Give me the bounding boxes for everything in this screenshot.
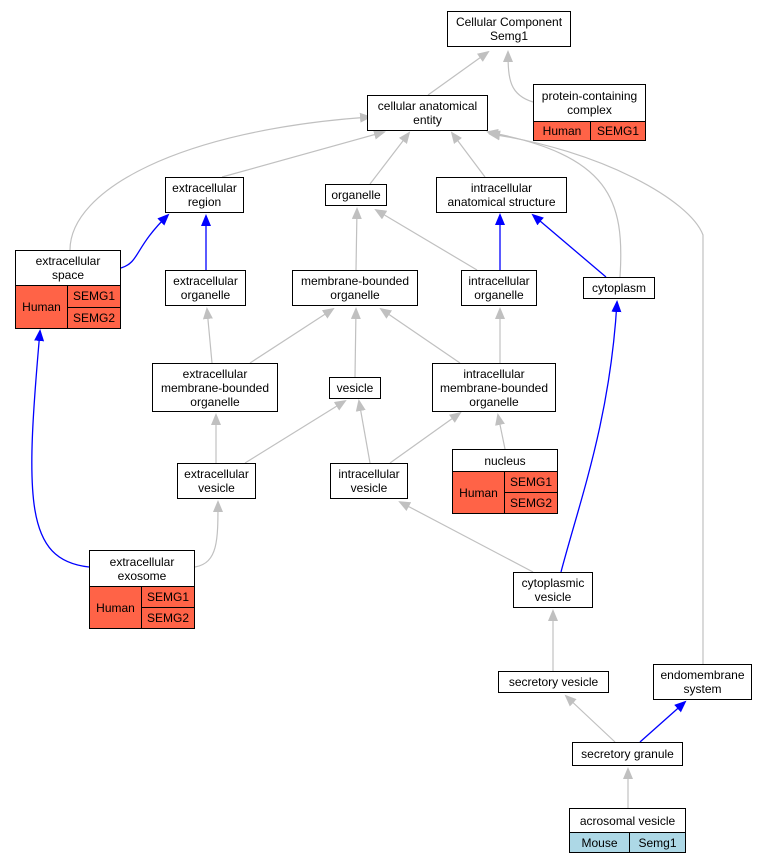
edge-imo-mbo	[379, 307, 461, 364]
edge-cv-cyt	[560, 300, 622, 573]
edge-ev-ves	[244, 399, 347, 464]
node-intracellular-organelle[interactable]: intracellular organelle	[461, 270, 537, 306]
edge-er-cae	[221, 129, 386, 178]
node-label: vesicle	[336, 381, 374, 395]
edge-cae-cc	[427, 50, 490, 96]
node-label: cellular anatomical entity	[377, 99, 478, 127]
edge-cyt-ias	[531, 213, 607, 278]
node-membrane-bounded-organelle[interactable]: membrane-bounded organelle	[292, 270, 418, 306]
gene-cell: Semg1	[630, 833, 685, 852]
gene-cell: SEMG2	[142, 607, 194, 628]
node-label: nucleus	[484, 453, 526, 468]
edge-nuc-imo	[495, 413, 506, 450]
node-label: extracellular exosome	[109, 554, 175, 583]
edge-exo-ev	[194, 500, 223, 568]
species-cell: Human	[453, 472, 505, 513]
node-label: Cellular Component Semg1	[455, 15, 563, 43]
node-intracellular-mb-organelle[interactable]: intracellular membrane-bounded organelle	[432, 363, 556, 412]
node-label: extracellular region	[172, 181, 237, 209]
node-label: extracellular organelle	[173, 274, 238, 302]
node-label: protein-containing complex	[541, 89, 638, 117]
node-label: endomembrane system	[660, 668, 745, 696]
edge-es-cae	[69, 112, 372, 251]
node-cytoplasmic-vesicle[interactable]: cytoplasmic vesicle	[513, 572, 593, 608]
node-label: intracellular organelle	[468, 274, 530, 302]
edge-iv-imo	[389, 411, 462, 464]
gene-cell: SEMG1	[591, 122, 645, 140]
gene-cell: SEMG2	[505, 492, 557, 513]
node-label: intracellular vesicle	[338, 467, 400, 495]
node-label: cytoplasm	[591, 281, 647, 295]
node-label: extracellular membrane-bounded organelle	[160, 366, 270, 409]
node-label: membrane-bounded organelle	[300, 274, 410, 302]
gene-cell: SEMG1	[505, 472, 557, 492]
edge-ves-mbo	[350, 307, 361, 378]
edge-org-cae	[369, 131, 411, 185]
gene-cell: SEMG2	[68, 306, 120, 328]
edge-emo-mbo	[249, 307, 335, 364]
node-secretory-vesicle[interactable]: secretory vesicle	[498, 671, 609, 693]
edge-sg-ems	[639, 700, 687, 743]
node-endomembrane-system[interactable]: endomembrane system	[653, 664, 752, 700]
node-label: intracellular anatomical structure	[447, 181, 556, 209]
node-extracellular-vesicle[interactable]: extracellular vesicle	[177, 463, 256, 499]
edge-ems-cae	[488, 130, 704, 664]
species-cell: Mouse	[570, 833, 630, 852]
edge-ias-cae	[450, 131, 486, 178]
edge-cv-iv	[398, 501, 534, 573]
gene-cell: SEMG1	[68, 286, 120, 307]
edge-iv-ves	[355, 399, 371, 464]
node-cellular-component[interactable]: Cellular Component Semg1	[447, 11, 571, 47]
edge-mbo-org	[351, 207, 362, 271]
species-cell: Human	[534, 122, 591, 140]
node-label: secretory vesicle	[508, 675, 599, 689]
edge-io-org	[374, 208, 478, 271]
node-cellular-anatomical-entity[interactable]: cellular anatomical entity	[367, 95, 488, 131]
node-intracellular-vesicle[interactable]: intracellular vesicle	[330, 463, 408, 499]
edge-emo-eo	[202, 307, 213, 364]
node-label: extracellular space	[35, 254, 101, 282]
node-extracellular-organelle[interactable]: extracellular organelle	[165, 270, 246, 306]
node-intracellular-anatomical-structure[interactable]: intracellular anatomical structure	[436, 177, 567, 213]
edge-es-er	[120, 213, 170, 269]
node-extracellular-mb-organelle[interactable]: extracellular membrane-bounded organelle	[152, 363, 278, 412]
edge-sg-sv	[564, 694, 616, 743]
edge-exo-es	[31, 329, 90, 568]
species-cell: Human	[16, 286, 68, 328]
node-label: acrosomal vesicle	[579, 813, 676, 828]
node-cytoplasm[interactable]: cytoplasm	[583, 277, 655, 299]
node-label: organelle	[331, 188, 381, 202]
gene-cell: SEMG1	[142, 587, 194, 607]
node-label: extracellular vesicle	[184, 467, 249, 495]
node-vesicle[interactable]: vesicle	[329, 377, 381, 399]
node-label: cytoplasmic vesicle	[521, 576, 585, 604]
species-cell: Human	[90, 587, 142, 628]
node-secretory-granule[interactable]: secretory granule	[572, 742, 683, 766]
edge-pc-cc	[503, 50, 534, 103]
node-label: intracellular membrane-bounded organelle	[439, 366, 549, 409]
node-label: secretory granule	[581, 747, 674, 761]
node-organelle[interactable]: organelle	[325, 184, 387, 206]
node-extracellular-region[interactable]: extracellular region	[165, 177, 244, 213]
